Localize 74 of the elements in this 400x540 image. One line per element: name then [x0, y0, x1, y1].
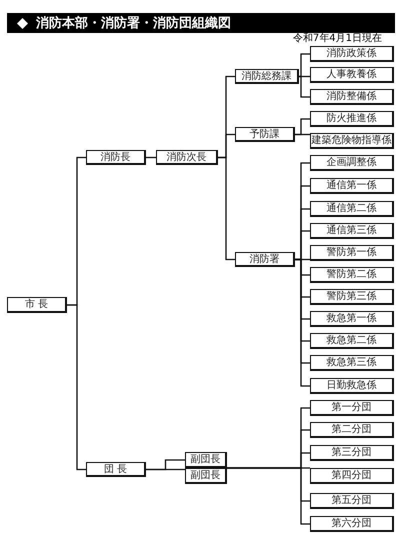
date-note: 令和7年4月1日現在	[292, 32, 382, 45]
unit-name: 予防課	[250, 128, 280, 140]
unit-name: 防火推進係	[326, 113, 376, 124]
org-box	[310, 289, 394, 305]
connector-line	[146, 468, 185, 470]
unit-name: 建築危険物指導係	[312, 135, 392, 146]
unit-name: 副団長	[190, 470, 220, 481]
org-box	[310, 516, 394, 532]
unit-name: 第五分団	[332, 495, 372, 506]
unit-name: 消防署	[250, 254, 280, 264]
connector-line	[295, 258, 310, 387]
unit-name: 第一分団	[332, 402, 372, 413]
org-box	[310, 355, 394, 371]
org-box	[310, 493, 394, 509]
org-box	[310, 223, 394, 239]
org-box	[185, 452, 227, 468]
org-box	[310, 445, 394, 461]
org-box	[310, 46, 394, 62]
unit-name: 通信第一係	[326, 180, 376, 191]
unit-name: 救急第三係	[326, 357, 376, 368]
connector-line	[146, 156, 156, 158]
org-box	[235, 69, 299, 84]
unit-name: 警防第一係	[326, 247, 376, 258]
unit-name: 人事教養係	[326, 69, 376, 80]
org-box	[310, 333, 394, 349]
org-box	[235, 127, 295, 142]
connector-line	[227, 467, 310, 525]
unit-name: 消防次長	[166, 152, 206, 162]
connector-line	[299, 76, 310, 98]
unit-name: 日勤救急係	[326, 380, 376, 391]
org-box	[310, 378, 394, 394]
unit-name: 消防整備係	[326, 91, 376, 102]
org-box	[310, 133, 394, 149]
org-box	[310, 245, 394, 261]
connector-line	[299, 53, 310, 78]
unit-name: 通信第二係	[326, 203, 376, 214]
org-box	[310, 468, 394, 484]
unit-name: 第二分団	[332, 424, 372, 435]
unit-name: 救急第二係	[326, 335, 376, 346]
org-box	[185, 468, 227, 484]
title: 消防本部・消防署・消防団組織図	[36, 14, 231, 32]
unit-name: 通信第三係	[326, 225, 376, 236]
unit-name: 消防長	[100, 152, 130, 162]
org-box	[310, 178, 394, 194]
unit-name: 市 長	[24, 299, 48, 310]
unit-name: 企画調整係	[326, 157, 376, 168]
unit-name: 消防総務課	[242, 70, 292, 82]
connector-line	[295, 134, 310, 136]
unit-name: 警防第三係	[326, 291, 376, 302]
org-box	[310, 89, 394, 105]
unit-name: 副団長	[190, 454, 220, 465]
org-box	[310, 267, 394, 283]
org-box	[86, 462, 146, 477]
org-box	[156, 150, 218, 165]
org-box	[86, 150, 146, 165]
unit-name: 団 長	[104, 464, 128, 474]
unit-name: 第四分団	[332, 470, 372, 481]
unit-name: 第三分団	[332, 447, 372, 458]
org-box	[310, 201, 394, 217]
unit-name: 消防政策係	[326, 48, 376, 59]
connector-line	[218, 156, 235, 260]
org-box	[310, 400, 394, 416]
org-box	[310, 67, 394, 83]
org-box	[235, 252, 295, 267]
org-box	[7, 297, 67, 313]
unit-name: 救急第一係	[326, 313, 376, 324]
connector-line	[299, 76, 310, 78]
unit-name: 警防第二係	[326, 269, 376, 280]
org-box	[310, 422, 394, 438]
org-box	[310, 111, 394, 127]
unit-name: 第六分団	[332, 518, 372, 529]
org-box	[310, 311, 394, 327]
connector-line	[67, 304, 86, 470]
org-box	[310, 155, 394, 171]
